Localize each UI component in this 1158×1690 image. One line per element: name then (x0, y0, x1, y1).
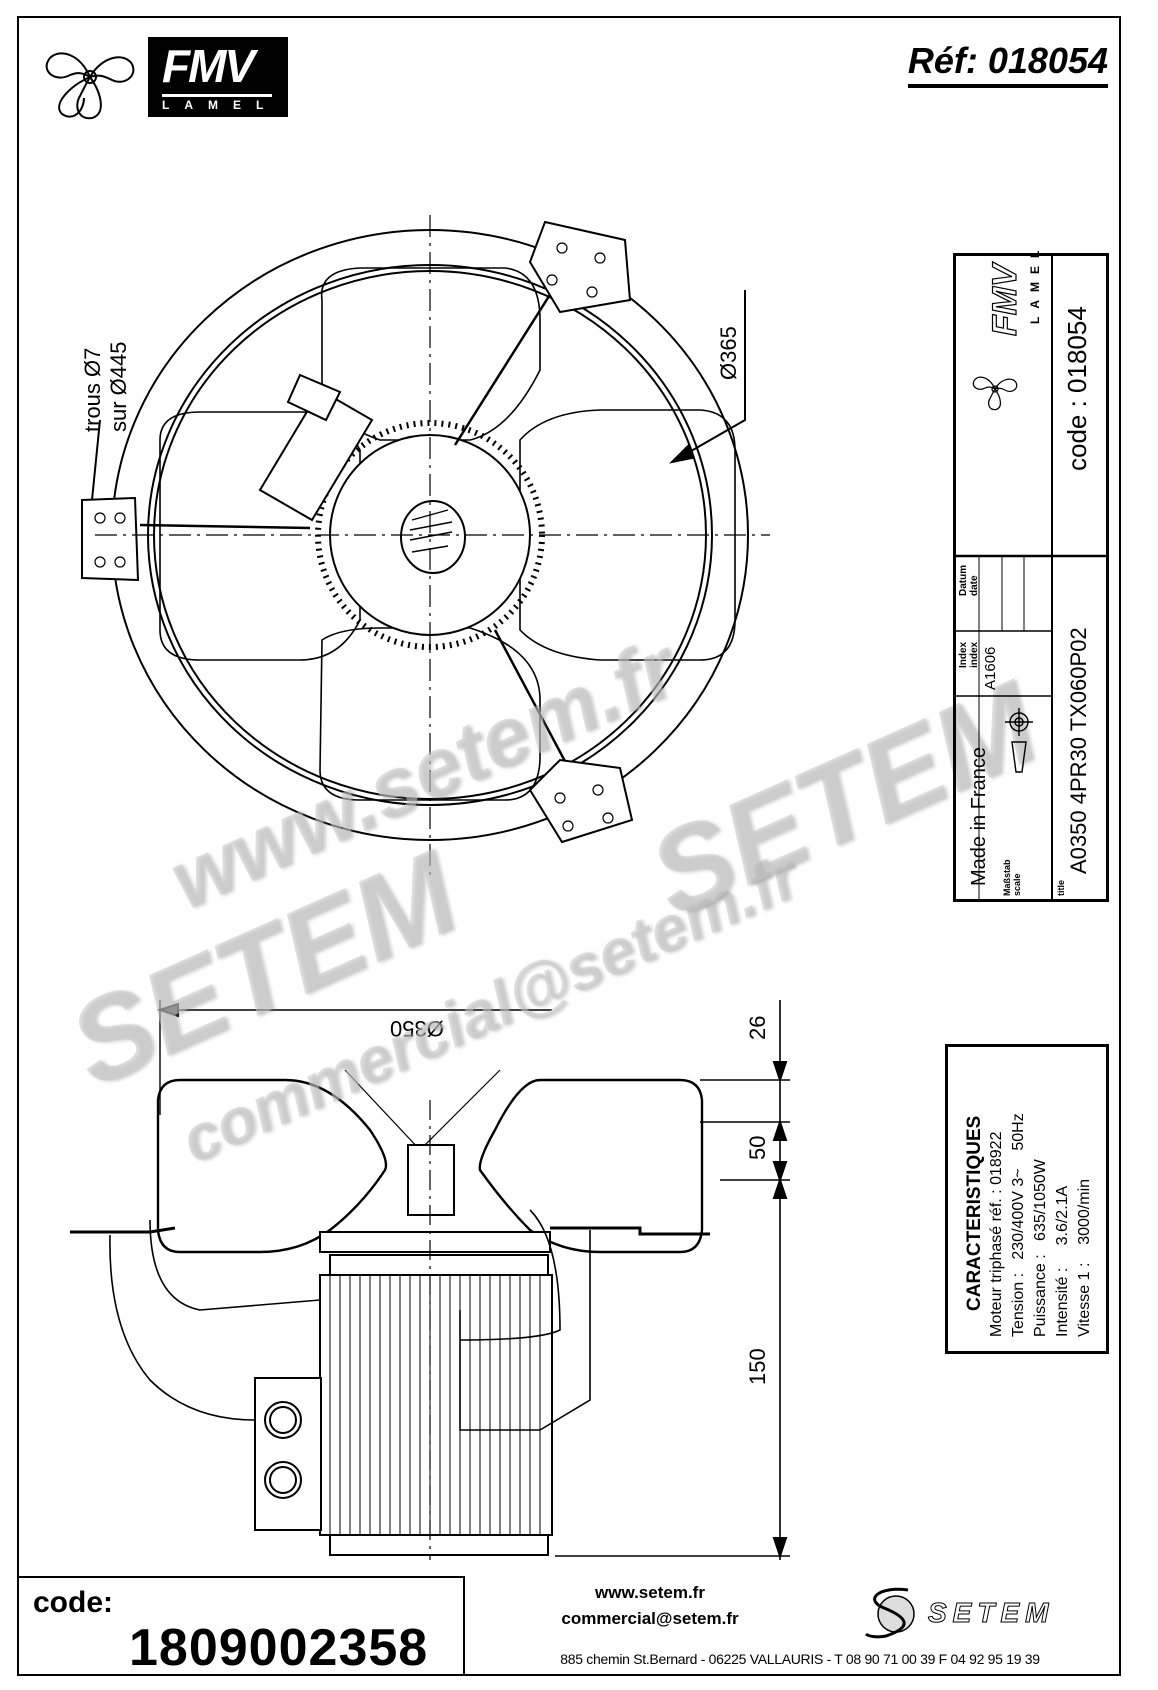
characteristics-row-current: Intensité : 3.6/2.1A (1054, 1185, 1071, 1337)
reference-title: Réf: 018054 (907, 40, 1108, 88)
diameter-365-label: Ø365 (716, 326, 741, 380)
dim-150-label: 150 (745, 1348, 770, 1385)
characteristics-row-voltage: Tension : 230/400V 3~ 50Hz (1010, 1113, 1027, 1337)
dim-26-label: 26 (745, 1015, 770, 1040)
fmv-logo-text: FMV (162, 40, 255, 92)
title-value: A0350 4PR30 TX060P02 (1066, 627, 1091, 874)
setem-logo-icon: SETEM (864, 1587, 1054, 1639)
fmv-lamel-logo: FMV LAMEL (148, 37, 288, 117)
website-link[interactable]: www.setem.fr (595, 1583, 705, 1602)
email-link[interactable]: commercial@setem.fr (561, 1609, 739, 1628)
diameter-350-label: Ø350 (390, 1016, 444, 1041)
motor-fins (329, 1275, 541, 1535)
lamel-logo-text: LAMEL (162, 98, 279, 112)
characteristics-row-motor: Moteur triphasé réf. : 018922 (988, 1131, 1005, 1337)
code-value: 1809002358 (129, 1619, 429, 1677)
characteristics-block: CARACTERISTIQUES Moteur triphasé réf. : … (945, 1044, 1109, 1354)
holes-label-line1: trous Ø7 (80, 347, 105, 432)
characteristics-heading: CARACTERISTIQUES (964, 1115, 985, 1311)
title-block-lamel-logo: LAMEL (1028, 242, 1042, 324)
top-view-fan (81, 215, 770, 875)
address-line: 885 chemin St.Bernard - 06225 VALLAURIS … (560, 1651, 1040, 1667)
made-in-label: Made in France (968, 747, 990, 886)
projection-symbol-icon (1005, 708, 1033, 773)
side-view-fan (70, 1000, 790, 1560)
title-block-fan-icon (972, 376, 1018, 411)
holes-label-line2: sur Ø445 (106, 341, 131, 433)
drawing-frame (17, 16, 1121, 1676)
characteristics-row-speed: Vitesse 1 : 3000/min (1076, 1178, 1093, 1337)
contact-block: www.setem.fr commercial@setem.fr (540, 1580, 760, 1632)
title-block-code: code : 018054 (1062, 306, 1092, 471)
title-label: title (1056, 879, 1066, 896)
characteristics-row-power: Puissance : 635/1050W (1032, 1159, 1049, 1337)
code-label: code: (33, 1586, 114, 1619)
title-block-grid (956, 256, 1106, 899)
code-box: code: 1809002358 (17, 1576, 465, 1677)
dim-50-label: 50 (745, 1135, 770, 1160)
setem-logo-text: SETEM (928, 1597, 1054, 1628)
fan-logo-icon (45, 52, 135, 120)
index-value: A1606 (982, 646, 999, 690)
title-block-fmv-logo: FMV (985, 264, 1024, 337)
logo-bar (162, 94, 272, 97)
